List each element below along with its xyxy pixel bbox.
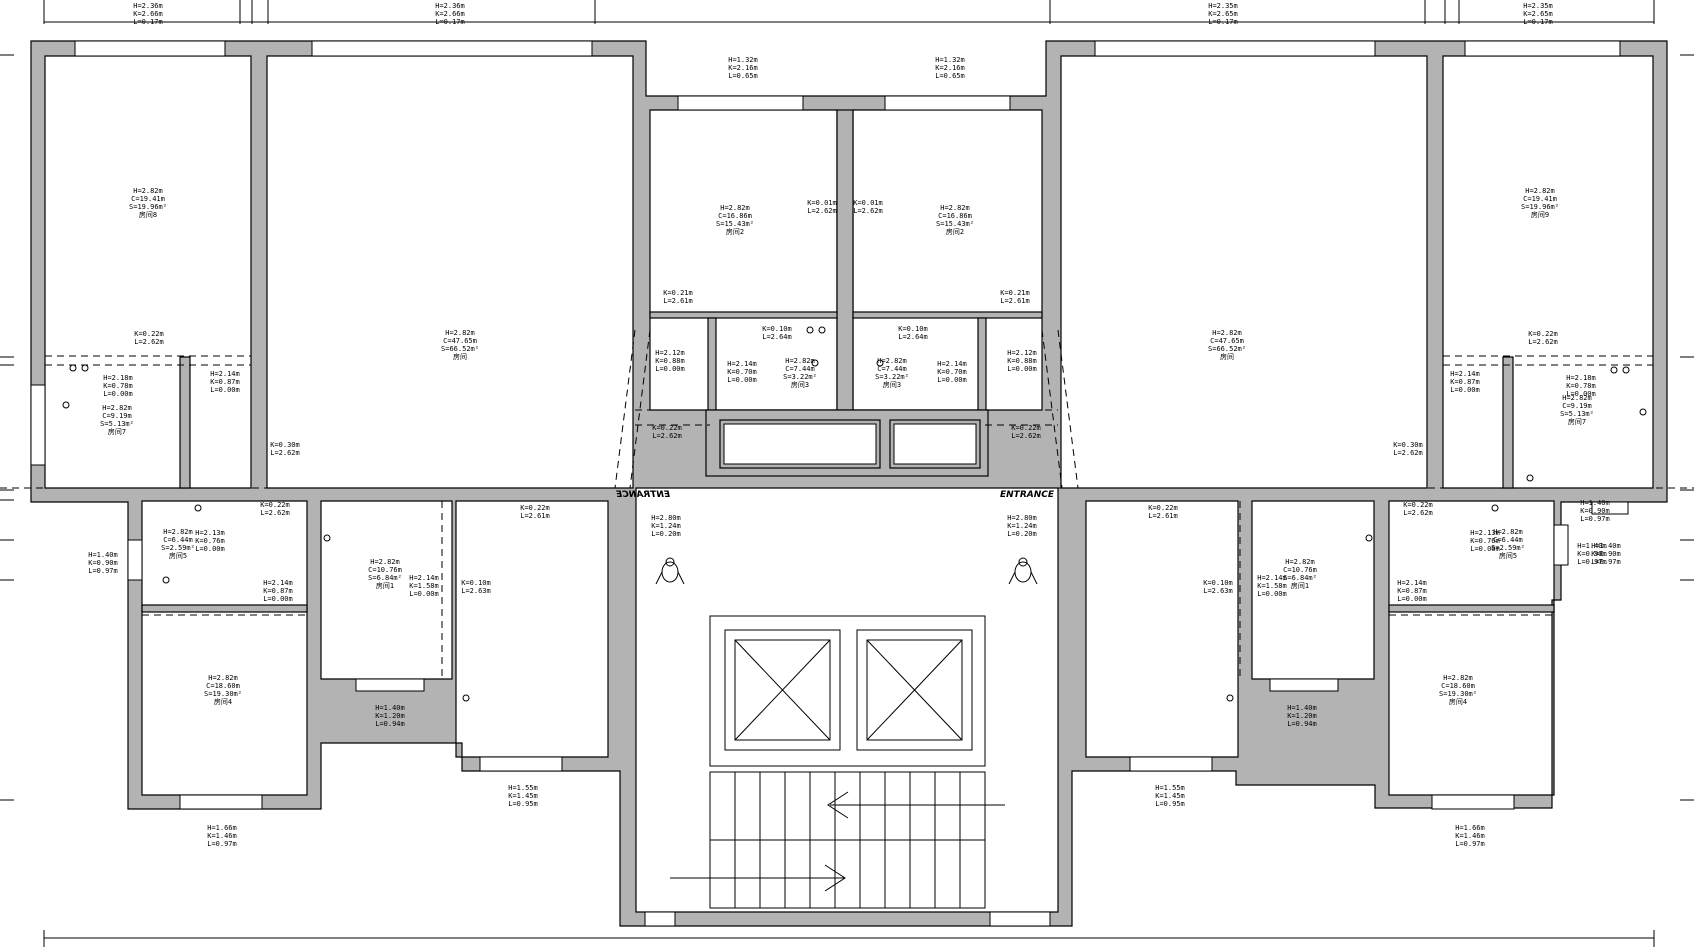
- fixtures: [62, 326, 1647, 702]
- partitions: [141, 109, 1555, 613]
- dashed-boundaries: [0, 329, 1694, 679]
- windows: [30, 40, 1629, 927]
- person-icon: [1008, 557, 1038, 585]
- lift-and-stairs: [670, 615, 1005, 909]
- entrance-label-right: ENTRANCE: [1000, 490, 1055, 500]
- entrance-label-left: ENTRANCE: [615, 490, 670, 500]
- person-icon: [655, 557, 685, 585]
